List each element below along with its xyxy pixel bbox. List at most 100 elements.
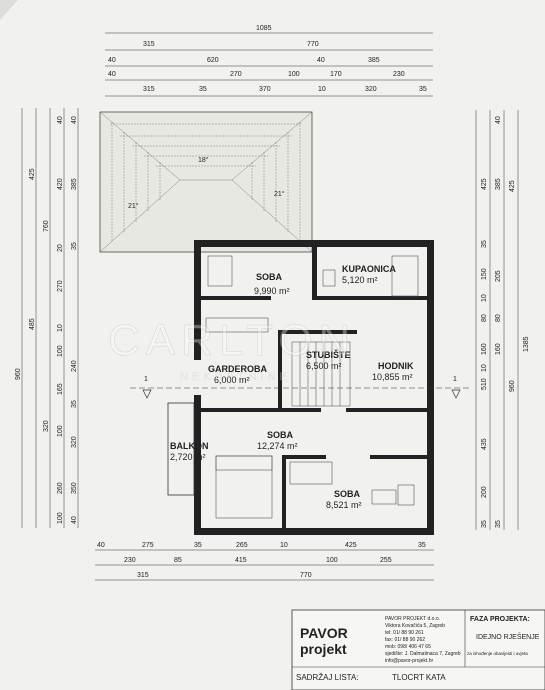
room-labels: SOBA 9,990 m² KUPAONICA 5,120 m² GARDERO… [170,264,414,510]
room-name: HODNIK [378,361,414,371]
dim-left: 320 [43,420,50,432]
company-logo-line2: projekt [300,641,347,657]
right-dimension-texts: 1385 425 960 425 35 150 10 80 160 10 510… [481,116,530,528]
staircase [291,341,351,407]
dim-right: 160 [495,343,502,355]
dim-left: 35 [71,400,78,408]
dim-right: 40 [495,116,502,124]
room-area: 6,000 m² [214,375,250,385]
room-name: SOBA [256,272,283,282]
dim-right-outer: 1385 [523,336,530,352]
dim-bottom: 265 [236,542,248,549]
room-area: 10,855 m² [372,372,413,382]
dim-left: 260 [57,482,64,494]
dim-right: 435 [481,438,488,450]
room-name: SOBA [267,430,294,440]
roof-pitch-label: 21° [128,202,139,210]
dim-top: 620 [207,57,219,64]
dim-right: 80 [481,314,488,322]
top-dimensions [105,32,433,97]
room-area: 6,500 m² [306,361,342,371]
dim-bottom: 415 [235,557,247,564]
dim-left: 485 [29,318,36,330]
top-dimension-texts: 1085 315 770 40 620 40 385 40 270 100 17… [108,25,427,93]
dim-right: 150 [481,268,488,280]
company-logo-line1: PAVOR [300,625,348,641]
dim-left: 420 [57,178,64,190]
dim-top: 40 [317,57,325,64]
section-marker: 1 [453,376,457,383]
company-address-line: PAVOR PROJEKT d.o.o. [385,616,440,622]
dim-left: 20 [57,244,64,252]
company-address-line: tel: 01/ 88 90 261 [385,630,424,636]
dim-bottom: 425 [345,542,357,549]
dim-left: 240 [71,360,78,372]
room-name: SOBA [334,489,361,499]
dim-bottom: 315 [137,572,149,579]
roof-pitch-label: 21° [274,190,285,198]
dim-left: 40 [71,116,78,124]
dim-top: 315 [143,41,155,48]
dim-left: 10 [57,324,64,332]
dim-top: 370 [259,86,271,93]
section-line: 1 1 [130,376,470,399]
roof-plan: 18° 21° 21° [99,111,313,253]
bottom-dimension-texts: 40 275 35 265 10 425 35 230 85 415 100 2… [97,542,426,579]
dim-right: 385 [495,178,502,190]
phase-note: za ishođenje obavijesti i uvjeta [467,651,528,656]
dim-right: 160 [481,343,488,355]
dim-left: 270 [57,280,64,292]
dim-left: 100 [57,345,64,357]
dim-top: 35 [419,86,427,93]
dim-bottom: 255 [380,557,392,564]
dim-top: 170 [330,71,342,78]
dim-right: 425 [509,180,516,192]
content-value: TLOCRT KATA [392,673,446,682]
room-area: 5,120 m² [342,275,378,285]
company-address-line: fax: 01/ 88 90 262 [385,637,425,643]
dim-left: 40 [71,516,78,524]
section-marker: 1 [144,376,148,383]
dim-right: 80 [495,314,502,322]
room-area: 12,274 m² [257,441,298,451]
watermark: CARLTON NEKRETNINE [108,316,351,383]
dim-right: 35 [495,520,502,528]
dim-top: 100 [288,71,300,78]
watermark-subtext: NEKRETNINE [180,371,291,383]
dim-bottom: 35 [194,542,202,549]
dim-top: 230 [393,71,405,78]
bottom-dimensions [95,549,434,581]
dim-bottom: 275 [142,542,154,549]
dim-bottom: 10 [280,542,288,549]
dim-top: 40 [108,71,116,78]
dim-top-total: 1085 [256,25,272,32]
room-name: GARDEROBA [208,364,268,374]
dim-right: 205 [495,270,502,282]
dim-left: 385 [71,178,78,190]
right-dimensions [475,110,519,530]
dim-left-outer: 960 [15,368,22,380]
dim-left: 320 [71,436,78,448]
furniture [205,255,419,519]
dim-top: 770 [307,41,319,48]
dim-bottom: 35 [418,542,426,549]
dim-top: 35 [199,86,207,93]
content-label: SADRŽAJ LISTA: [296,673,359,682]
company-address-line: info@pavor-projekt.hr [385,658,433,664]
dim-left: 425 [29,168,36,180]
dim-right: 35 [481,240,488,248]
dim-right: 960 [509,380,516,392]
dim-top: 385 [368,57,380,64]
dim-left: 760 [43,220,50,232]
dim-bottom: 230 [124,557,136,564]
room-area: 2,720 m² [170,452,206,462]
dim-left: 40 [57,116,64,124]
title-block: PAVOR projekt PAVOR PROJEKT d.o.o. Vikto… [291,609,545,690]
dim-right: 10 [481,364,488,372]
dim-top: 320 [365,86,377,93]
room-name: BALKON [170,441,209,451]
dim-right: 425 [481,178,488,190]
dim-top: 10 [318,86,326,93]
roof-pitch-label: 18° [198,156,209,164]
